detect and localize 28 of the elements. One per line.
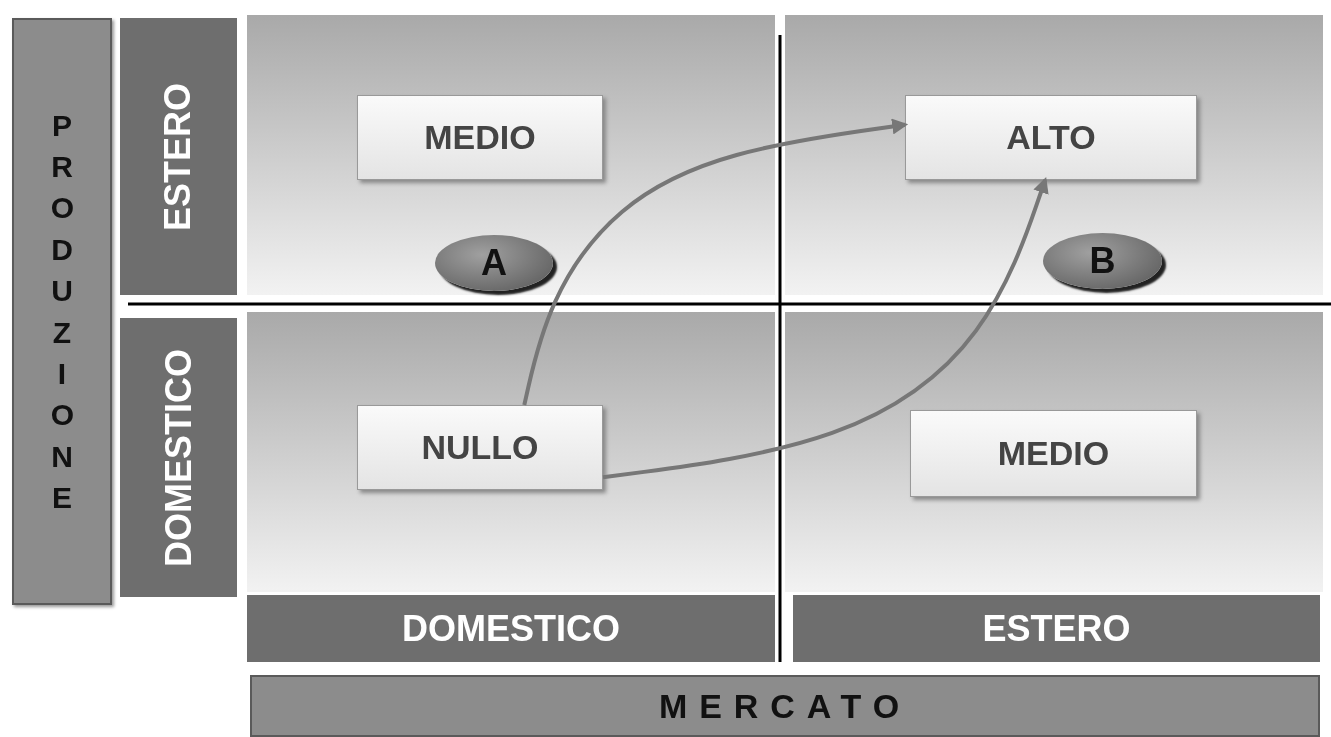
level-box bbox=[357, 405, 603, 490]
axis-title-bar bbox=[12, 18, 112, 605]
quadrant-panel bbox=[247, 312, 775, 592]
badge-letter: B bbox=[1089, 240, 1116, 282]
header-label: MERCATO bbox=[658, 686, 911, 726]
row-header bbox=[120, 318, 237, 597]
header-label: ESTERO bbox=[157, 82, 200, 231]
axis-title-bar bbox=[250, 675, 1320, 737]
header-label: DOMESTICO bbox=[402, 607, 620, 650]
curved-arrow bbox=[522, 118, 909, 406]
quadrant-panel bbox=[785, 312, 1323, 592]
level-label: ALTO bbox=[1006, 118, 1096, 157]
level-label: MEDIO bbox=[997, 434, 1110, 473]
level-box bbox=[905, 95, 1197, 180]
header-label: DOMESTICO bbox=[157, 348, 200, 567]
curved-arrow bbox=[602, 176, 1049, 480]
level-box bbox=[357, 95, 603, 180]
header-label: ESTERO bbox=[982, 607, 1131, 650]
level-box bbox=[910, 410, 1197, 497]
column-header bbox=[247, 595, 775, 662]
row-header bbox=[120, 18, 237, 295]
column-header bbox=[793, 595, 1320, 662]
level-label: MEDIO bbox=[424, 118, 536, 157]
level-label: NULLO bbox=[421, 428, 539, 467]
quadrant-panel bbox=[785, 15, 1323, 295]
badge-letter: A bbox=[481, 242, 507, 284]
header-label: PRODUZIONE bbox=[50, 107, 74, 517]
quadrant-panel bbox=[247, 15, 775, 295]
